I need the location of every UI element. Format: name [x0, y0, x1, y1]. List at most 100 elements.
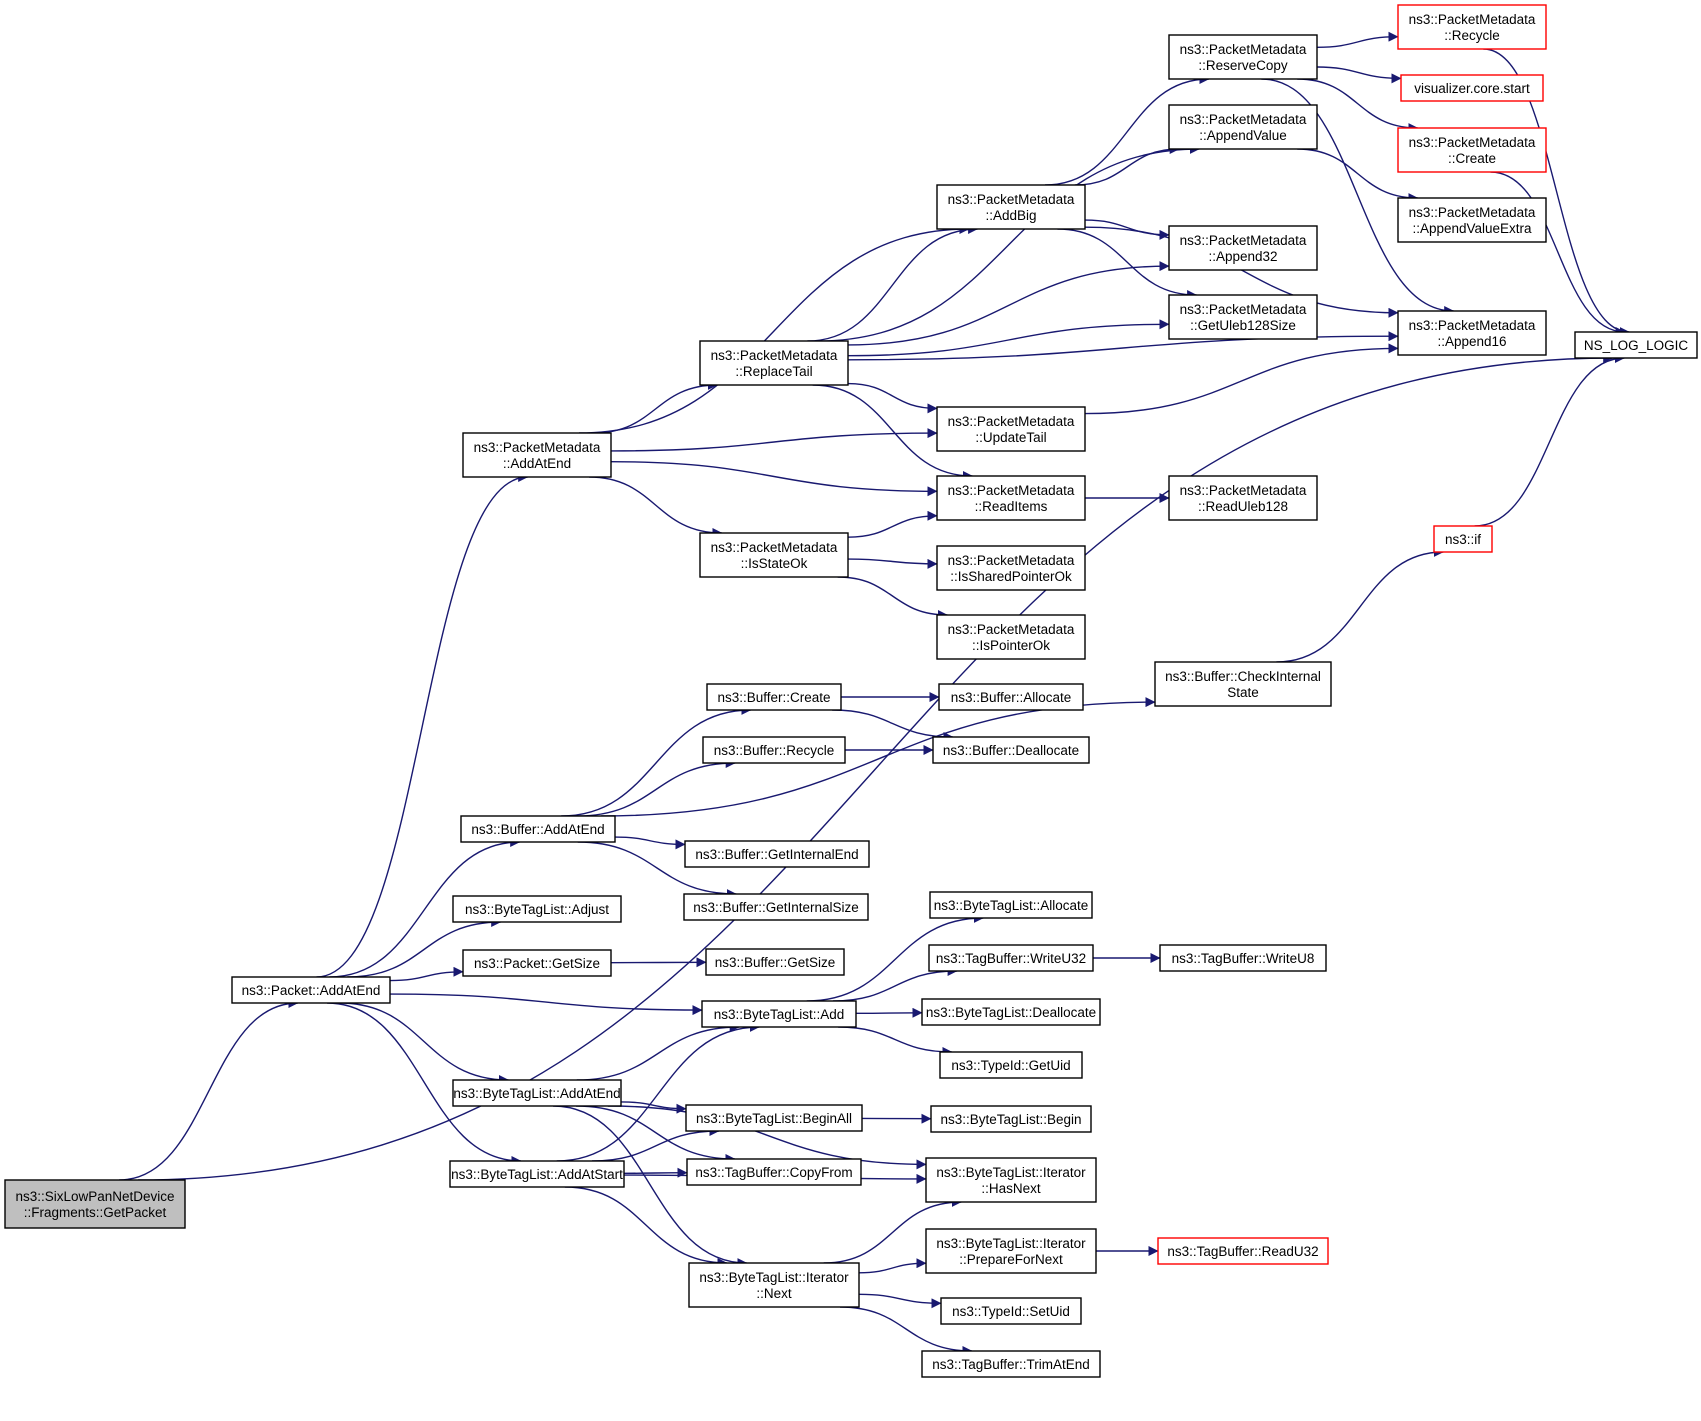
- node-box: [1433, 525, 1493, 553]
- node-btl-it-next[interactable]: ns3::ByteTagList::Iterator::Next: [688, 1262, 860, 1308]
- node-label: ns3::PacketMetadata: [1409, 205, 1536, 220]
- node-label: ::UpdateTail: [975, 430, 1046, 445]
- node-box: [1168, 225, 1318, 271]
- node-tb-writeu32[interactable]: ns3::TagBuffer::WriteU32: [928, 944, 1094, 972]
- node-pm-updatetail[interactable]: ns3::PacketMetadata::UpdateTail: [936, 406, 1086, 452]
- node-btl-beginall[interactable]: ns3::ByteTagList::BeginAll: [685, 1104, 863, 1132]
- edge-ns3_if-to-ns_log_logic: [1474, 353, 1625, 527]
- node-pm-issharedpointerok[interactable]: ns3::PacketMetadata::IsSharedPointerOk: [936, 545, 1086, 591]
- node-btl-it-preparefornext[interactable]: ns3::ByteTagList::Iterator::PrepareForNe…: [925, 1228, 1097, 1274]
- node-buf-recycle[interactable]: ns3::Buffer::Recycle: [702, 736, 846, 764]
- node-pm-appendvalueextra[interactable]: ns3::PacketMetadata::AppendValueExtra: [1397, 197, 1547, 243]
- node-tb-writeu8[interactable]: ns3::TagBuffer::WriteU8: [1159, 944, 1327, 972]
- node-box: [940, 1297, 1082, 1325]
- node-label: ns3::PacketMetadata: [948, 622, 1075, 637]
- node-ns-log-logic[interactable]: NS_LOG_LOGIC: [1574, 331, 1698, 359]
- node-label: ns3::ByteTagList::Begin: [940, 1112, 1081, 1127]
- edge-pm_addatend-to-pm_updatetail: [610, 428, 938, 452]
- node-btl-deallocate[interactable]: ns3::ByteTagList::Deallocate: [921, 998, 1101, 1026]
- node-pm-isstateok[interactable]: ns3::PacketMetadata::IsStateOk: [699, 532, 849, 578]
- node-pkt-getsize[interactable]: ns3::Packet::GetSize: [462, 949, 612, 977]
- edge-btl_add-to-tb_writeu32: [832, 966, 958, 1002]
- node-pm-append32[interactable]: ns3::PacketMetadata::Append32: [1168, 225, 1318, 271]
- node-box: [462, 432, 612, 478]
- node-btl-adjust[interactable]: ns3::ByteTagList::Adjust: [452, 895, 622, 923]
- node-tb-trimatend[interactable]: ns3::TagBuffer::TrimAtEnd: [921, 1350, 1101, 1378]
- node-label: ns3::PacketMetadata: [1409, 135, 1536, 150]
- node-box: [929, 891, 1093, 919]
- node-label: ns3::TagBuffer::WriteU8: [1172, 951, 1315, 966]
- edge-pm_replacetail-to-pm_readitems: [812, 384, 973, 481]
- node-buf-create[interactable]: ns3::Buffer::Create: [706, 683, 842, 711]
- node-pm-reservecopy[interactable]: ns3::PacketMetadata::ReserveCopy: [1168, 34, 1318, 80]
- node-btl-it-hasnext[interactable]: ns3::ByteTagList::Iterator::HasNext: [925, 1157, 1097, 1203]
- node-pm-readitems[interactable]: ns3::PacketMetadata::ReadItems: [936, 475, 1086, 521]
- node-viz-core-start[interactable]: visualizer.core.start: [1400, 74, 1544, 102]
- node-pm-appendvalue[interactable]: ns3::PacketMetadata::AppendValue: [1168, 104, 1318, 150]
- edge-pm_replacetail-to-pm_appendvalue: [817, 144, 1200, 342]
- edge-pm_reservecopy-to-pm_recycle: [1316, 31, 1399, 48]
- node-box: [936, 545, 1086, 591]
- node-box: [462, 949, 612, 977]
- edge-pkt_addatend-to-btl_adjust: [347, 917, 502, 978]
- node-btl-addatend[interactable]: ns3::ByteTagList::AddAtEnd: [452, 1079, 622, 1107]
- node-box: [684, 840, 870, 868]
- node-label: ns3::PacketMetadata: [1180, 233, 1307, 248]
- node-pm-ispointerok[interactable]: ns3::PacketMetadata::IsPointerOk: [936, 614, 1086, 660]
- node-box: [705, 948, 845, 976]
- node-tb-readu32[interactable]: ns3::TagBuffer::ReadU32: [1157, 1237, 1329, 1265]
- node-buf-allocate[interactable]: ns3::Buffer::Allocate: [938, 683, 1084, 711]
- node-box: [452, 895, 622, 923]
- node-label: ns3::ByteTagList::AddAtEnd: [453, 1086, 620, 1101]
- node-label: ns3::TagBuffer::ReadU32: [1167, 1244, 1318, 1259]
- node-pm-readuleb128[interactable]: ns3::PacketMetadata::ReadUleb128: [1168, 475, 1318, 521]
- node-label: ns3::PacketMetadata: [1180, 483, 1307, 498]
- node-label: ::Next: [756, 1286, 792, 1301]
- edge-buf_create-to-buf_deallocate: [832, 709, 954, 742]
- node-pm-addatend[interactable]: ns3::PacketMetadata::AddAtEnd: [462, 432, 612, 478]
- edge-pkt_addatend-to-btl_add: [389, 993, 703, 1016]
- node-label: ns3::ByteTagList::Add: [714, 1007, 845, 1022]
- node-pm-addbig[interactable]: ns3::PacketMetadata::AddBig: [936, 184, 1086, 230]
- edge-pm_isstateok-to-pm_issharedpointerok: [847, 558, 938, 569]
- node-btl-addatstart[interactable]: ns3::ByteTagList::AddAtStart: [449, 1160, 625, 1188]
- node-buf-getinternalend[interactable]: ns3::Buffer::GetInternalEnd: [684, 840, 870, 868]
- node-label: ns3::TagBuffer::WriteU32: [936, 951, 1086, 966]
- edge-btl_it_next-to-typeid_setuid: [858, 1293, 942, 1309]
- node-pm-replacetail[interactable]: ns3::PacketMetadata::ReplaceTail: [699, 340, 849, 386]
- node-typeid-getuid[interactable]: ns3::TypeId::GetUid: [939, 1051, 1083, 1079]
- node-label: ns3::PacketMetadata: [711, 348, 838, 363]
- node-btl-allocate[interactable]: ns3::ByteTagList::Allocate: [929, 891, 1093, 919]
- edge-btl_addatstart-to-btl_it_next: [564, 1186, 728, 1268]
- node-label: ns3::PacketMetadata: [1180, 112, 1307, 127]
- node-buf-addatend[interactable]: ns3::Buffer::AddAtEnd: [460, 815, 616, 843]
- edge-pm_recycle-to-ns_log_logic: [1483, 48, 1630, 337]
- node-buf-getsize[interactable]: ns3::Buffer::GetSize: [705, 948, 845, 976]
- node-btl-add[interactable]: ns3::ByteTagList::Add: [701, 1000, 857, 1028]
- edge-pkt_addatend-to-btl_addatstart: [326, 1002, 522, 1166]
- edge-pkt_addatend-to-buf_addatend: [329, 837, 521, 978]
- node-label: ::AppendValueExtra: [1412, 221, 1532, 236]
- node-getpacket[interactable]: ns3::SixLowPanNetDevice::Fragments::GetP…: [4, 1179, 186, 1229]
- node-pkt-addatend[interactable]: ns3::Packet::AddAtEnd: [231, 976, 391, 1004]
- node-box: [938, 683, 1084, 711]
- node-ns3-if[interactable]: ns3::if: [1433, 525, 1493, 553]
- node-tb-copyfrom[interactable]: ns3::TagBuffer::CopyFrom: [686, 1158, 862, 1186]
- node-buf-deallocate[interactable]: ns3::Buffer::Deallocate: [932, 736, 1090, 764]
- node-pm-append16[interactable]: ns3::PacketMetadata::Append16: [1397, 310, 1547, 356]
- node-label: ns3::ByteTagList::Adjust: [465, 902, 609, 917]
- edge-btl_addatend-to-btl_it_next: [552, 1105, 748, 1268]
- node-pm-create[interactable]: ns3::PacketMetadata::Create: [1397, 127, 1547, 173]
- node-label: ns3::ByteTagList::AddAtStart: [451, 1167, 623, 1182]
- node-pm-getuleb128size[interactable]: ns3::PacketMetadata::GetUleb128Size: [1168, 294, 1318, 340]
- node-typeid-setuid[interactable]: ns3::TypeId::SetUid: [940, 1297, 1082, 1325]
- node-label: ns3::PacketMetadata: [1409, 318, 1536, 333]
- node-pm-recycle[interactable]: ns3::PacketMetadata::Recycle: [1397, 4, 1547, 50]
- node-buf-getinternalsize[interactable]: ns3::Buffer::GetInternalSize: [683, 893, 869, 921]
- node-box: [1154, 661, 1332, 707]
- edge-getpacket-to-ns_log_logic: [138, 353, 1614, 1181]
- node-label: ns3::Buffer::Deallocate: [943, 743, 1079, 758]
- node-btl-begin[interactable]: ns3::ByteTagList::Begin: [930, 1105, 1092, 1133]
- node-box: [921, 1350, 1101, 1378]
